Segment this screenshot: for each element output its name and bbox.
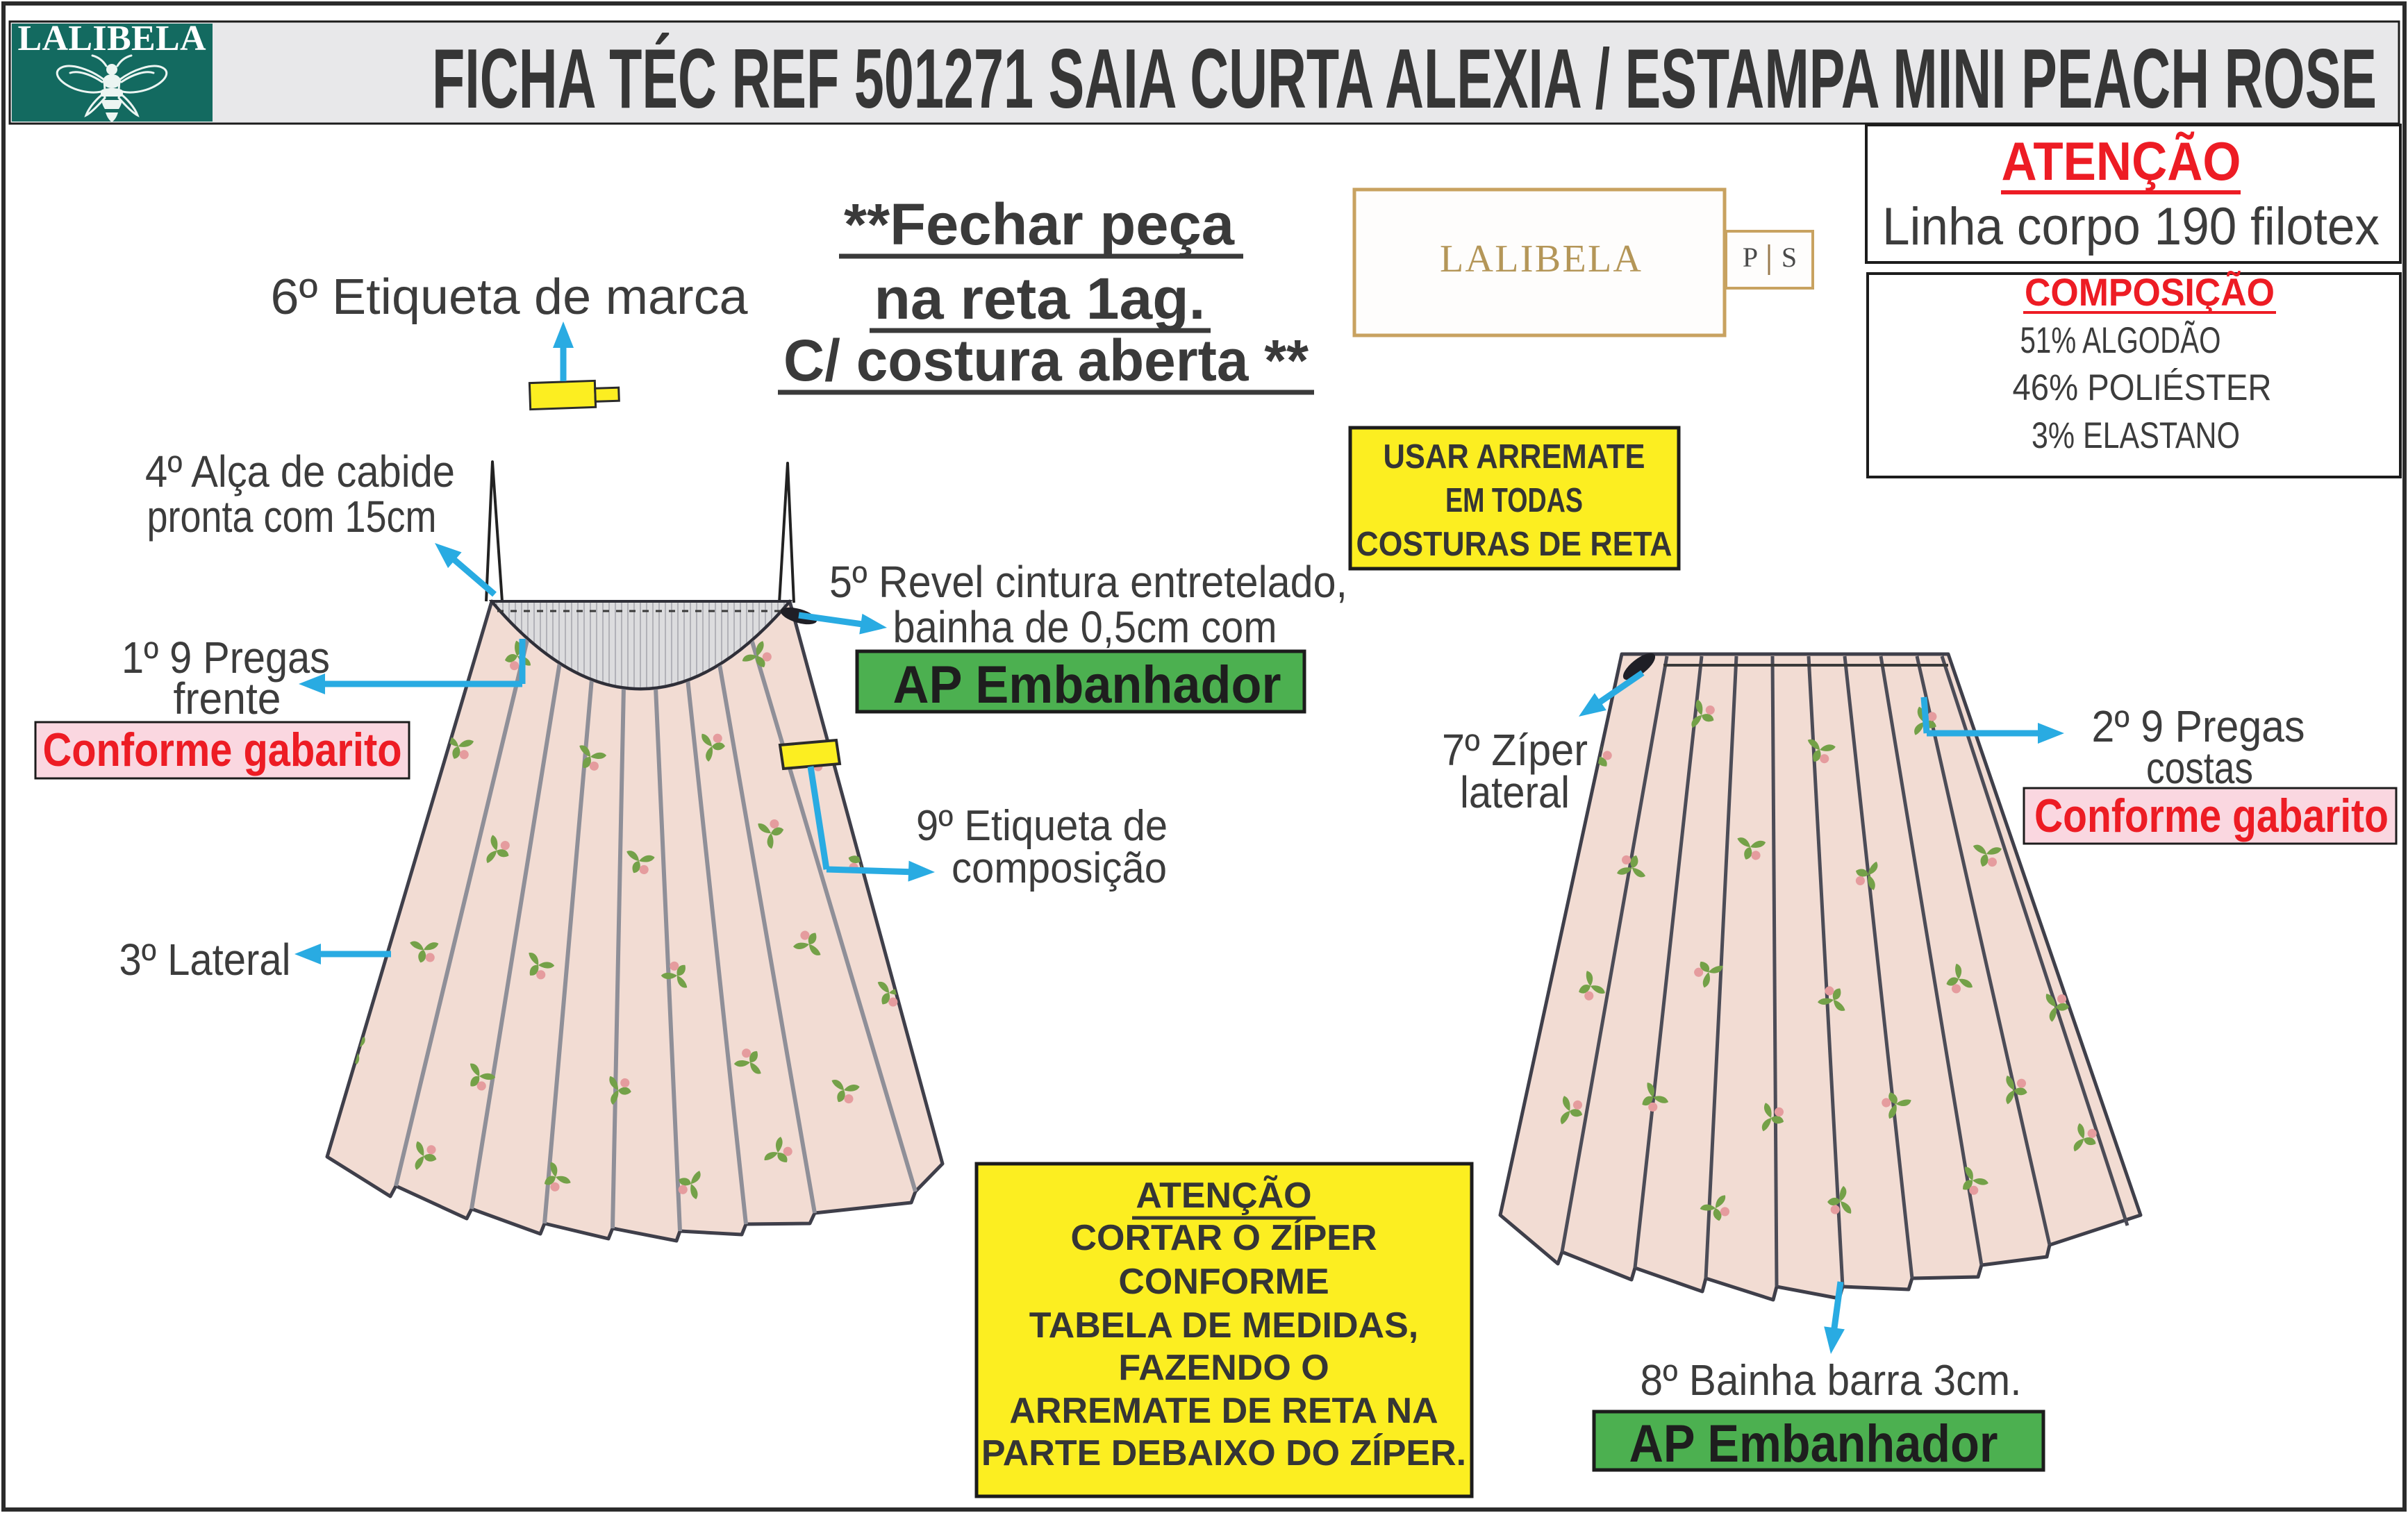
svg-text:ATENÇÃO: ATENÇÃO: [1136, 1175, 1311, 1216]
svg-text:6º Etiqueta de marca: 6º Etiqueta de marca: [271, 269, 749, 325]
svg-text:5º Revel cintura entretelado,: 5º Revel cintura entretelado,: [829, 557, 1347, 607]
svg-text:46% POLIÉSTER: 46% POLIÉSTER: [2013, 367, 2272, 408]
svg-text:CONFORME: CONFORME: [1118, 1262, 1329, 1302]
svg-text:**Fechar peça: **Fechar peça: [844, 192, 1235, 257]
svg-text:COSTURAS DE RETA: COSTURAS DE RETA: [1356, 526, 1672, 563]
svg-text:3º Lateral: 3º Lateral: [119, 935, 291, 985]
svg-text:4º Alça de cabide: 4º Alça de cabide: [145, 446, 455, 496]
svg-text:lateral: lateral: [1460, 767, 1570, 817]
svg-text:USAR ARREMATE: USAR ARREMATE: [1384, 438, 1645, 476]
svg-text:PARTE DEBAIXO DO ZÍPER.: PARTE DEBAIXO DO ZÍPER.: [981, 1433, 1466, 1473]
svg-text:2º 9 Pregas: 2º 9 Pregas: [2092, 701, 2305, 751]
svg-text:LALIBELA: LALIBELA: [1440, 237, 1643, 281]
svg-text:Linha corpo 190 filotex: Linha corpo 190 filotex: [1882, 197, 2380, 256]
svg-text:ATENÇÃO: ATENÇÃO: [2002, 131, 2241, 192]
svg-text:TABELA DE MEDIDAS,: TABELA DE MEDIDAS,: [1029, 1305, 1418, 1346]
svg-text:na reta 1ag.: na reta 1ag.: [874, 266, 1206, 331]
svg-text:3% ELASTANO: 3% ELASTANO: [2032, 415, 2240, 456]
svg-text:7º Zíper: 7º Zíper: [1442, 725, 1588, 775]
svg-text:pronta com 15cm: pronta com 15cm: [147, 492, 437, 542]
svg-text:S: S: [1782, 242, 1797, 273]
svg-text:CORTAR O ZÍPER: CORTAR O ZÍPER: [1070, 1218, 1377, 1258]
svg-text:FAZENDO O: FAZENDO O: [1118, 1348, 1329, 1388]
svg-text:8º Bainha barra 3cm.: 8º Bainha barra 3cm.: [1641, 1357, 2022, 1405]
svg-text:LALIBELA: LALIBELA: [18, 19, 206, 58]
svg-text:AP Embanhador: AP Embanhador: [893, 655, 1281, 714]
svg-text:AP Embanhador: AP Embanhador: [1629, 1414, 1998, 1473]
svg-text:costas: costas: [2146, 743, 2253, 793]
svg-text:COMPOSIÇÃO: COMPOSIÇÃO: [2025, 270, 2275, 314]
svg-text:frente: frente: [174, 674, 281, 724]
svg-text:composição: composição: [952, 844, 1167, 892]
svg-text:1º 9 Pregas: 1º 9 Pregas: [122, 633, 330, 683]
svg-text:C/ costura aberta **: C/ costura aberta **: [783, 328, 1309, 393]
svg-text:9º Etiqueta de: 9º Etiqueta de: [916, 802, 1168, 850]
svg-text:FICHA TÉC REF 501271 SAIA CURT: FICHA TÉC REF 501271 SAIA CURTA ALEXIA /…: [432, 31, 2377, 126]
svg-text:51% ALGODÃO: 51% ALGODÃO: [2020, 320, 2221, 361]
svg-text:ARREMATE DE RETA NA: ARREMATE DE RETA NA: [1009, 1391, 1438, 1431]
svg-text:P: P: [1743, 242, 1758, 273]
svg-text:EM TODAS: EM TODAS: [1445, 482, 1583, 519]
svg-text:bainha de 0,5cm com: bainha de 0,5cm com: [893, 602, 1277, 652]
svg-text:Conforme gabarito: Conforme gabarito: [2034, 789, 2389, 842]
svg-text:Conforme gabarito: Conforme gabarito: [43, 724, 402, 776]
